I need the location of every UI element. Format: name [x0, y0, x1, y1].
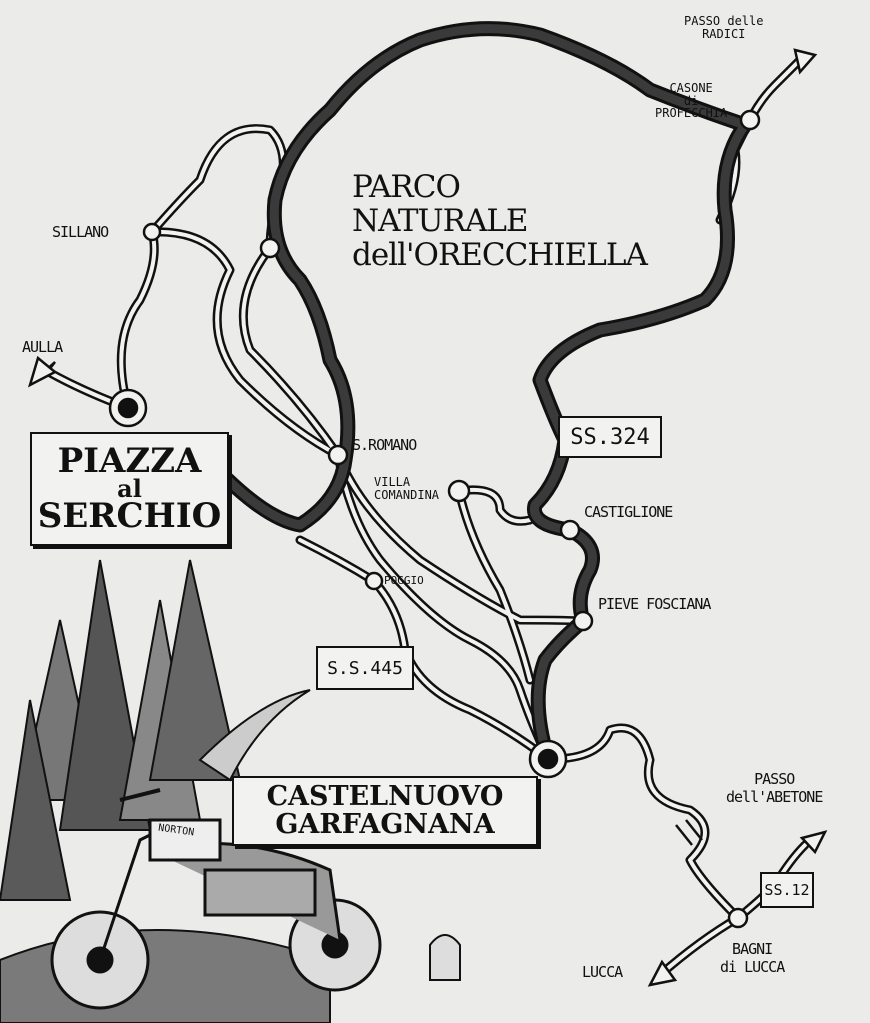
motorcycle-illustration [50, 788, 382, 1010]
piazza-line2: al [117, 473, 142, 503]
ss12-text: SS.12 [764, 881, 810, 899]
label-lucca: LUCCA [582, 963, 623, 981]
casone-line3: PROFECCHIA [655, 106, 728, 121]
casone-line2: di [683, 93, 699, 108]
abetone-line2: dell'ABETONE [726, 788, 823, 806]
park-label-line2: NATURALE [352, 203, 529, 240]
castelnuovo-label: CASTELNUOVO GARFAGNANA [232, 776, 538, 846]
node-sillano [142, 222, 162, 242]
town-nodes [108, 109, 761, 929]
park-label-line3: dell'ORECCHIELLA [352, 237, 648, 274]
label-passo-abetone: PASSO dell'ABETONE [726, 770, 823, 806]
label-pieve-fosciana: PIEVE FOSCIANA [598, 595, 711, 613]
villa-line1: VILLA [374, 475, 411, 489]
casone-line1: CASONE [669, 81, 713, 95]
label-villa-comandina: VILLA COMANDINA [374, 475, 440, 503]
castelnuovo-line2: GARFAGNANA [275, 809, 495, 840]
node-castiglione [559, 519, 581, 541]
label-castiglione: CASTIGLIONE [584, 503, 673, 521]
road-label-ss445: S.S.445 [316, 646, 414, 690]
park-label-line1: PARCO [352, 169, 461, 205]
bridge-marks [675, 819, 703, 846]
arrow-lucca [647, 959, 678, 987]
piazza-line3: SERCHIO [37, 496, 222, 537]
radici-line2: RADICI [702, 27, 746, 42]
label-casone: CASONE di PROFECCHIA [655, 82, 727, 120]
node-casone [739, 109, 761, 131]
node-villa-comandina [447, 479, 471, 503]
bagni-line2: di LUCCA [720, 958, 785, 976]
label-sillano: SILLANO [52, 223, 109, 241]
arrow-radici [793, 48, 818, 75]
ss324-text: SS.324 [570, 424, 650, 450]
park-label: PARCO NATURALE dell'ORECCHIELLA [352, 169, 648, 274]
node-poggio [364, 571, 384, 591]
road-label-ss324: SS.324 [558, 416, 662, 458]
label-san-romano: S.ROMANO [352, 436, 417, 454]
arrow-abetone [799, 830, 828, 855]
villa-line2: COMANDINA [374, 488, 440, 503]
piazza-line1: PIAZZA [57, 441, 202, 482]
ss445-text: S.S.445 [327, 657, 403, 679]
node-bagni [727, 907, 749, 929]
castelnuovo-line1: CASTELNUOVO [266, 780, 504, 812]
milestone-illustration [429, 934, 461, 981]
piazza-al-serchio-label: PIAZZA al SERCHIO [30, 432, 229, 546]
node-junction [259, 237, 281, 259]
node-pieve-fosciana [572, 610, 594, 632]
direction-arrows [27, 48, 828, 987]
node-san-romano [327, 444, 349, 466]
label-aulla: AULLA [22, 338, 63, 356]
label-bagni-di-lucca: BAGNI di LUCCA [720, 940, 785, 976]
abetone-line1: PASSO [754, 770, 795, 788]
bagni-line1: BAGNI [732, 940, 773, 958]
radici-line1: PASSO delle [684, 14, 764, 28]
label-poggio: POGGIO [384, 574, 424, 587]
label-passo-radici: PASSO delle RADICI [684, 14, 764, 42]
road-label-ss12: SS.12 [760, 872, 814, 908]
